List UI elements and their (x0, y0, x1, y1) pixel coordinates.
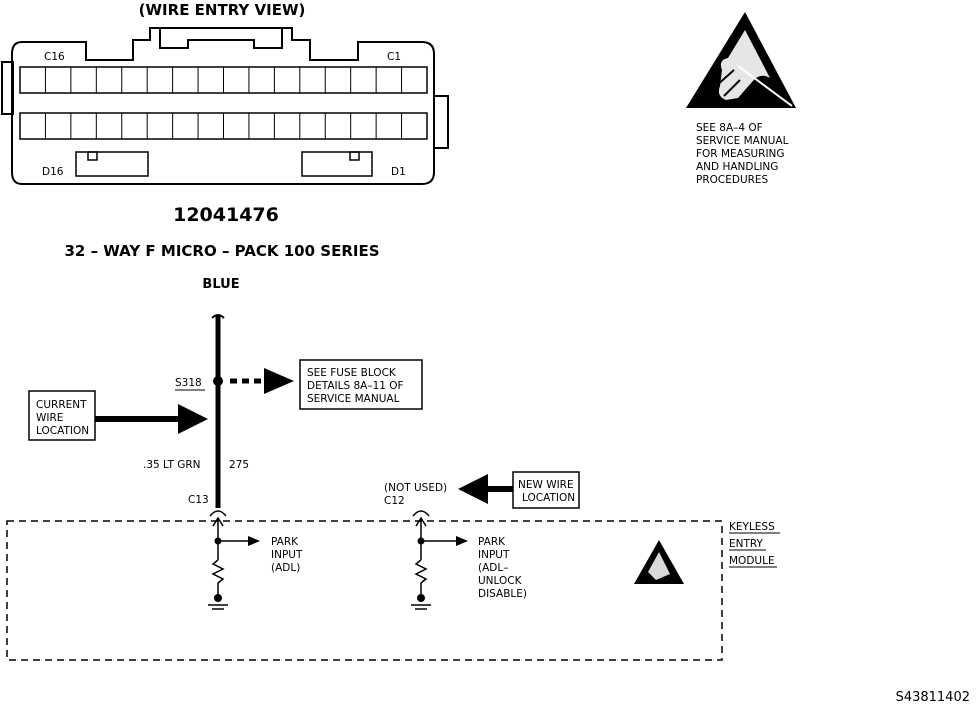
pin-label-c13: C13 (188, 494, 209, 506)
fuse-note-line-3: SERVICE MANUAL (307, 393, 400, 405)
key-notch-right (349, 151, 360, 161)
module-label-line-3: MODULE (729, 555, 775, 567)
c13-terminal (209, 510, 227, 517)
wire-spec: .35 LT GRN (143, 459, 200, 471)
key-slot-right (301, 151, 373, 177)
right-latch-tab (433, 95, 449, 149)
splice-s318-dot (213, 376, 223, 386)
current-wire-line-1: CURRENT (36, 399, 87, 411)
splice-label: S318 (175, 377, 202, 389)
park-input-1-line-1: PARK (271, 536, 299, 548)
circuit-number: 275 (229, 459, 249, 471)
fuse-note-line-2: DETAILS 8A–11 OF (307, 380, 404, 392)
new-wire-line-2: LOCATION (522, 492, 575, 504)
module-label-line-1: KEYLESS (729, 521, 775, 533)
park-input-2-line-5: DISABLE) (478, 588, 527, 600)
key-slot-left (75, 151, 149, 177)
left-latch-tab (1, 61, 14, 115)
park-input-2-line-2: INPUT (478, 549, 510, 561)
connector-color: BLUE (202, 277, 239, 292)
wire-entry-view-title: (WIRE ENTRY VIEW) (139, 1, 306, 19)
park-input-2-line-4: UNLOCK (478, 575, 523, 587)
park-input-2-line-3: (ADL– (478, 562, 508, 574)
fuse-block-arrow (264, 368, 294, 394)
c12-terminal (412, 510, 430, 517)
not-used-label: (NOT USED) (384, 482, 447, 494)
current-wire-line-2: WIRE (36, 412, 63, 424)
esd-note-line-3: FOR MEASURING (696, 148, 785, 160)
esd-note-line-5: PROCEDURES (696, 174, 769, 186)
esd-note-line-2: SERVICE MANUAL (696, 135, 789, 147)
module-label-line-2: ENTRY (729, 538, 764, 550)
pin-label-c12: C12 (384, 495, 405, 507)
top-latch (159, 28, 283, 49)
fuse-block-note-box (299, 359, 423, 410)
pull-resistor-2 (414, 559, 428, 598)
current-wire-line-3: LOCATION (36, 425, 89, 437)
current-wire-box (28, 390, 96, 441)
pin-label-d16: D16 (42, 166, 64, 178)
current-wire-arrow-head (178, 404, 208, 434)
park-input-2-line-1: PARK (478, 536, 506, 548)
connector-description: 32 – WAY F MICRO – PACK 100 SERIES (64, 242, 379, 260)
park-input-1-line-3: (ADL) (271, 562, 300, 574)
keyless-entry-module-boundary (6, 520, 723, 661)
connector-face: (WIRE ENTRY VIEW) C16 C1 D16 D1 12041476… (1, 1, 449, 292)
pin-label-c16: C16 (44, 51, 65, 63)
new-wire-box (512, 471, 580, 509)
connector-housing (11, 27, 435, 185)
cavity-grid (19, 66, 428, 140)
esd-note-line-4: AND HANDLING (696, 161, 778, 173)
pin-label-d1: D1 (391, 166, 406, 178)
circuit-diagram: S318 SEE FUSE BLOCK DETAILS 8A–11 OF SER… (6, 314, 780, 661)
part-number: 12041476 (173, 204, 279, 226)
pull-resistor-1 (211, 559, 225, 598)
esd-warning-large: SEE 8A–4 OF SERVICE MANUAL FOR MEASURING… (686, 12, 796, 186)
wire-break-symbol (211, 314, 225, 319)
new-wire-arrow-head (458, 474, 488, 504)
fuse-note-line-1: SEE FUSE BLOCK (307, 367, 397, 379)
pin-label-c1: C1 (387, 51, 401, 63)
esd-note-line-1: SEE 8A–4 OF (696, 122, 763, 134)
park-input-1-line-2: INPUT (271, 549, 303, 561)
new-wire-line-1: NEW WIRE (518, 479, 574, 491)
key-notch-left (87, 151, 98, 161)
figure-id: S43811402 (896, 690, 970, 705)
